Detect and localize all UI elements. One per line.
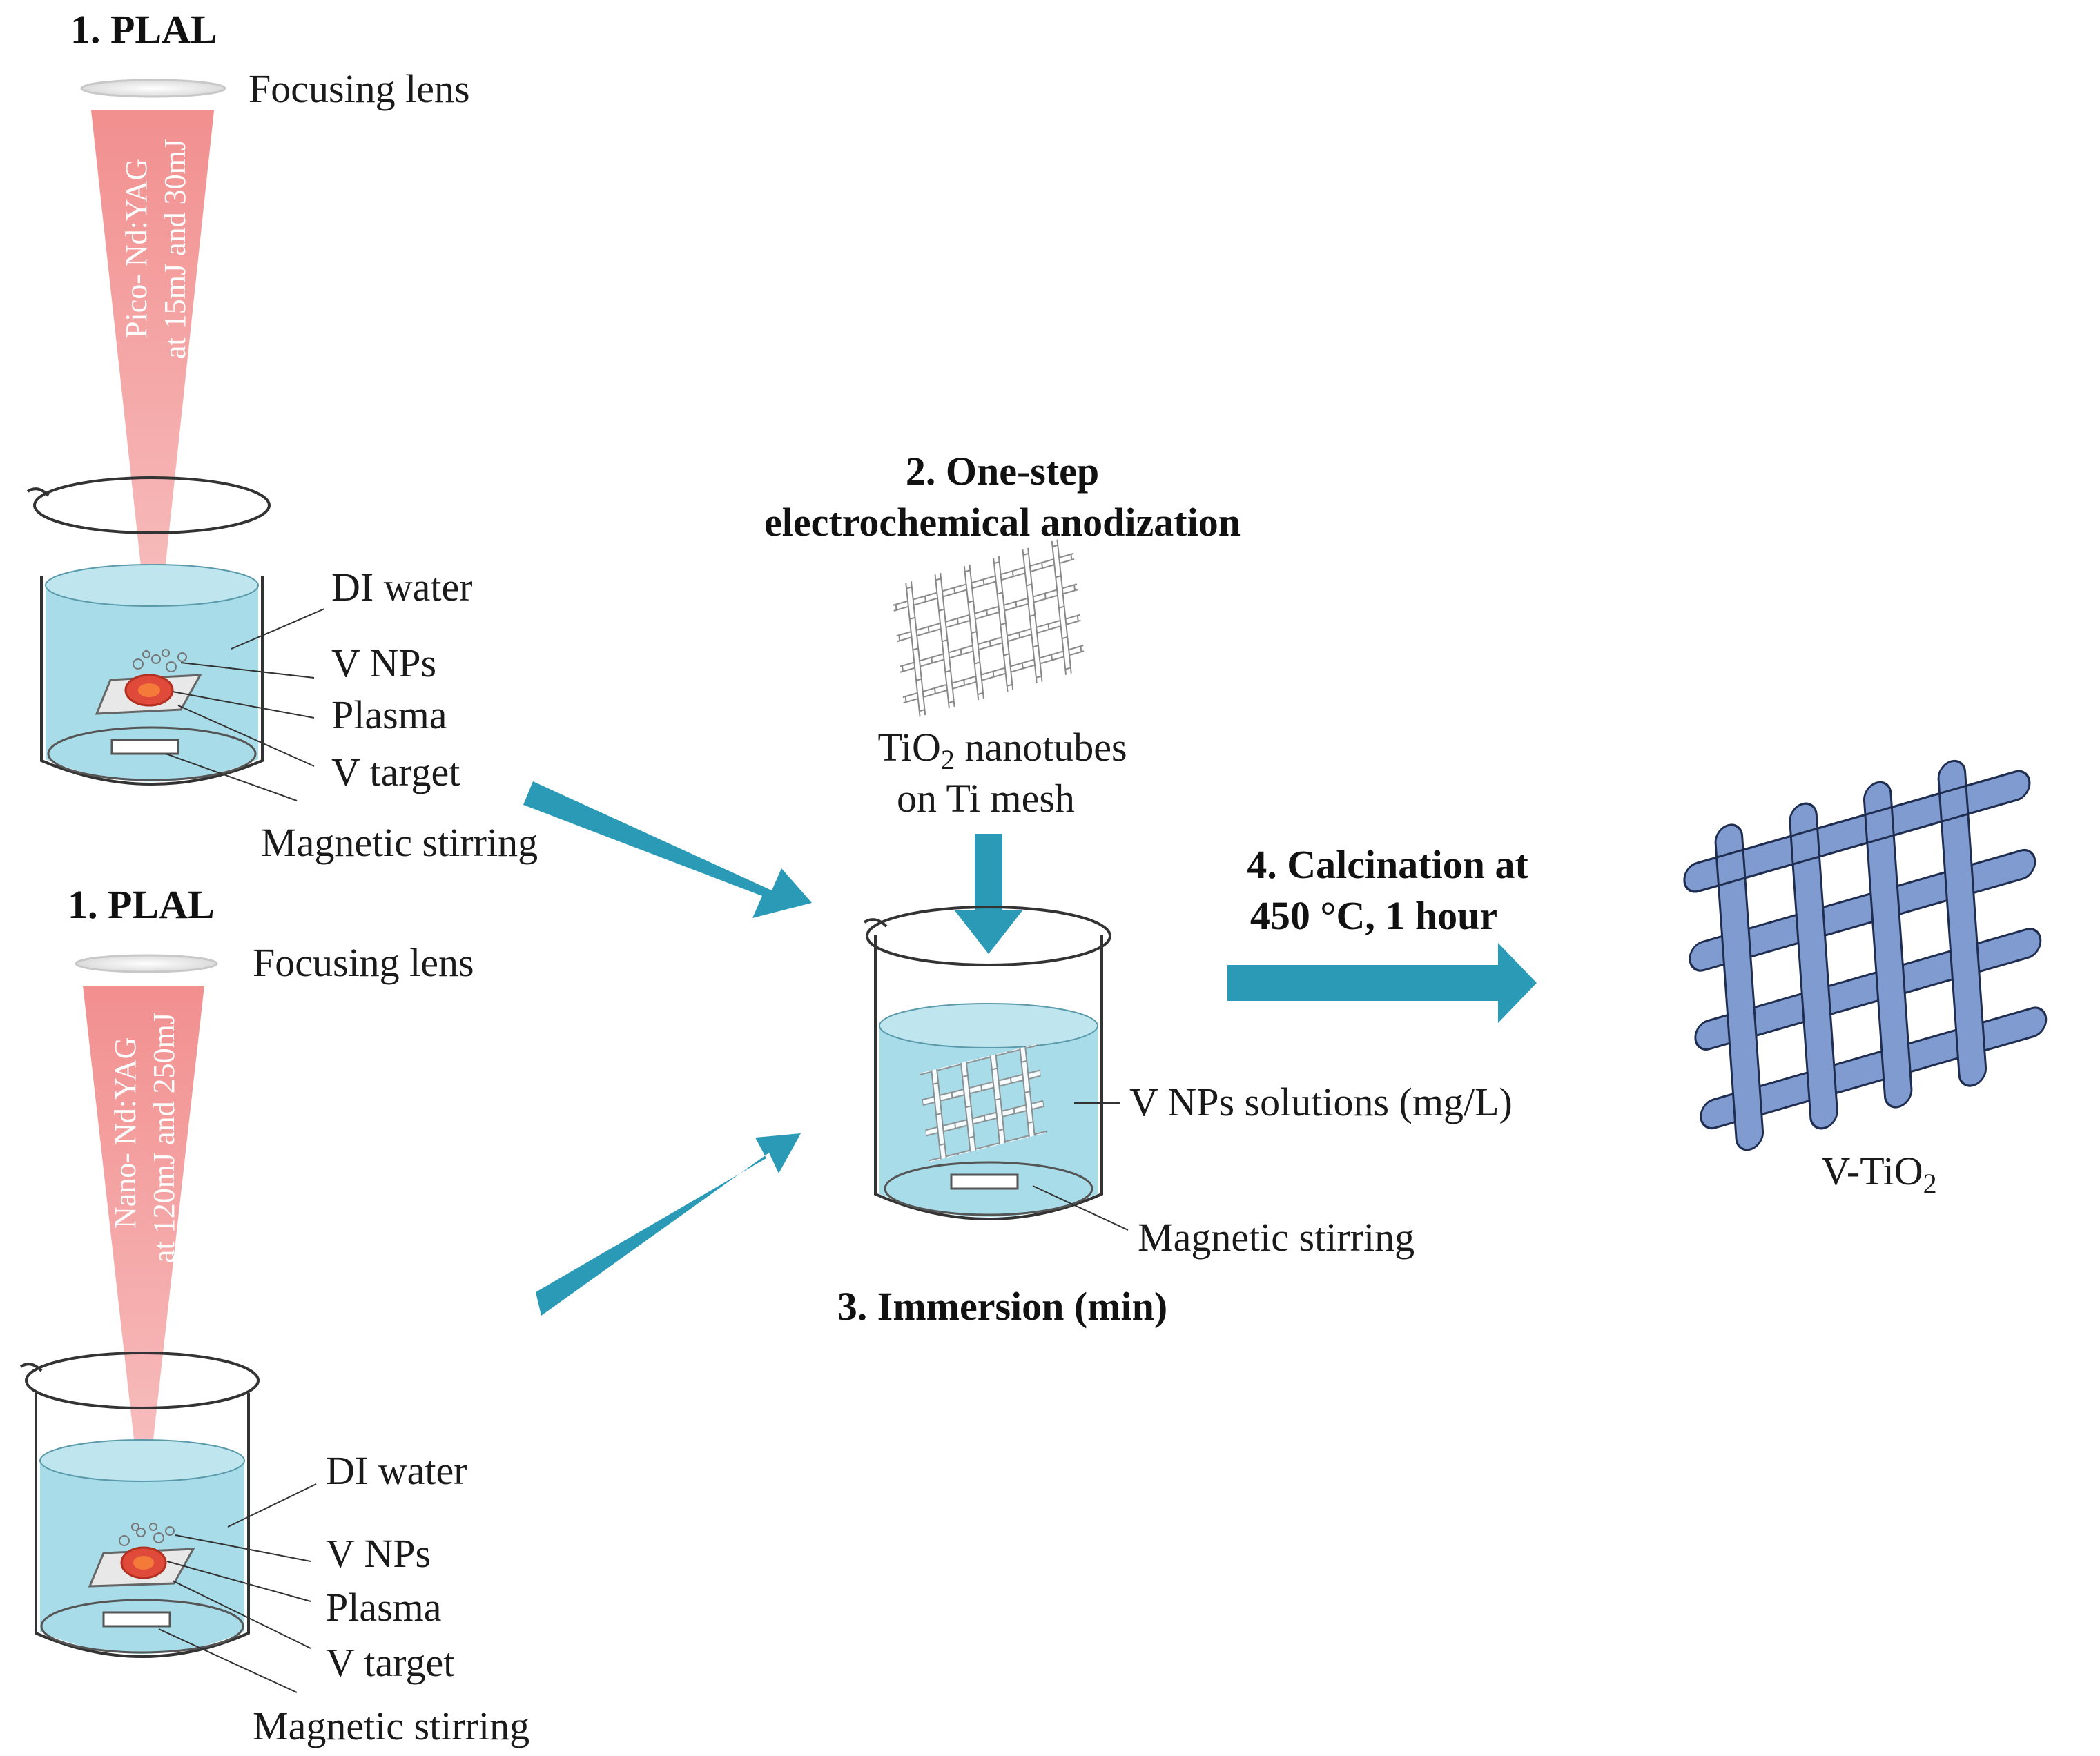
process-arrow-icon [536, 1133, 801, 1316]
beaker-icon [26, 476, 271, 786]
lead-target-bottom [172, 1580, 311, 1649]
laser-beam-icon [83, 986, 204, 1525]
process-arrow-icon [954, 834, 1023, 954]
anodization-group: 2. One-step electrochemical anodization … [764, 449, 1241, 954]
plal-top-stirring-label: Magnetic stirring [261, 820, 538, 865]
plal-top-plasma-label: Plasma [331, 692, 447, 737]
lead-stir-bottom [158, 1628, 298, 1693]
plal-bottom-water-label: DI water [326, 1448, 467, 1493]
titanium-mesh-icon [1683, 759, 2048, 1151]
plal-top-target-label: V target [331, 750, 460, 794]
calcination-group: 4. Calcination at 450 °C, 1 hour [1227, 842, 1537, 1023]
anodization-label-line1: TiO2 nanotubes [877, 725, 1127, 775]
plal-bottom-nps-label: V NPs [326, 1531, 431, 1576]
calcination-line1: 4. Calcination at [1247, 842, 1528, 887]
laser-beam-icon [91, 110, 214, 680]
plal-bottom-stirring-label: Magnetic stirring [253, 1704, 529, 1748]
plal-bottom-plasma-label: Plasma [326, 1585, 442, 1630]
lead-plasma-top [172, 691, 315, 719]
plal-top-nps-label: V NPs [331, 641, 436, 685]
process-arrow-icon [1227, 943, 1537, 1023]
lead-water-bottom [227, 1483, 317, 1528]
beaker-icon [863, 906, 1111, 1220]
stir-bar-icon [102, 1611, 171, 1628]
plal-bottom-lens-label: Focusing lens [253, 940, 474, 985]
product-group: V-TiO2 [1683, 759, 2048, 1199]
immersion-stirring-label: Magnetic stirring [1138, 1215, 1414, 1260]
stir-bar-icon [110, 739, 179, 755]
plal-bottom-beam-line1: Nano- Nd:YAG [108, 1037, 142, 1229]
lead-nps-top [180, 662, 315, 679]
plal-bottom-title: 1. PLAL [68, 882, 215, 927]
immersion-solution-label: V NPs solutions (mg/L) [1129, 1080, 1513, 1124]
calcination-line2: 450 °C, 1 hour [1250, 893, 1497, 938]
nanoparticles-icon [119, 1523, 175, 1546]
lead-stir-immersion [1032, 1185, 1129, 1231]
plal-bottom-target-label: V target [326, 1640, 454, 1685]
nanoparticles-icon [133, 649, 187, 672]
focusing-lens-icon [80, 79, 226, 98]
plal-bottom-beam-line2: at 120mJ and 250mJ [147, 1013, 181, 1263]
process-arrow-icon [523, 781, 812, 918]
lead-plasma-bottom [166, 1561, 311, 1602]
immersion-group: V NPs solutions (mg/L) Magnetic stirring… [837, 906, 1513, 1329]
beaker-icon [19, 1352, 260, 1658]
titanium-mesh-icon [891, 535, 1086, 721]
anodization-title-line1: 2. One-step [906, 449, 1099, 494]
focusing-lens-icon [75, 954, 218, 973]
anodization-label-line2: on Ti mesh [897, 776, 1075, 821]
anodization-title-line2: electrochemical anodization [764, 500, 1241, 545]
lead-target-top [177, 705, 315, 767]
lead-stir-top [165, 753, 298, 801]
immersion-title: 3. Immersion (min) [837, 1284, 1167, 1329]
plal-top-lens-label: Focusing lens [249, 66, 470, 111]
plal-bottom-group: 1. PLAL Focusing lens Nano- Nd:YAG at 12… [19, 882, 529, 1748]
plal-top-group: 1. PLAL Focusing lens Pico- Nd:YAG at 15… [26, 7, 538, 865]
lead-water-top [231, 608, 325, 650]
product-label: V-TiO2 [1821, 1149, 1936, 1199]
plal-top-title: 1. PLAL [70, 7, 217, 52]
plal-top-water-label: DI water [331, 565, 473, 609]
lead-nps-bottom [175, 1534, 311, 1562]
plal-top-beam-line1: Pico- Nd:YAG [119, 159, 153, 338]
plal-top-beam-line2: at 15mJ and 30mJ [158, 139, 192, 359]
titanium-mesh-icon [919, 1044, 1047, 1162]
stir-bar-icon [950, 1173, 1019, 1190]
